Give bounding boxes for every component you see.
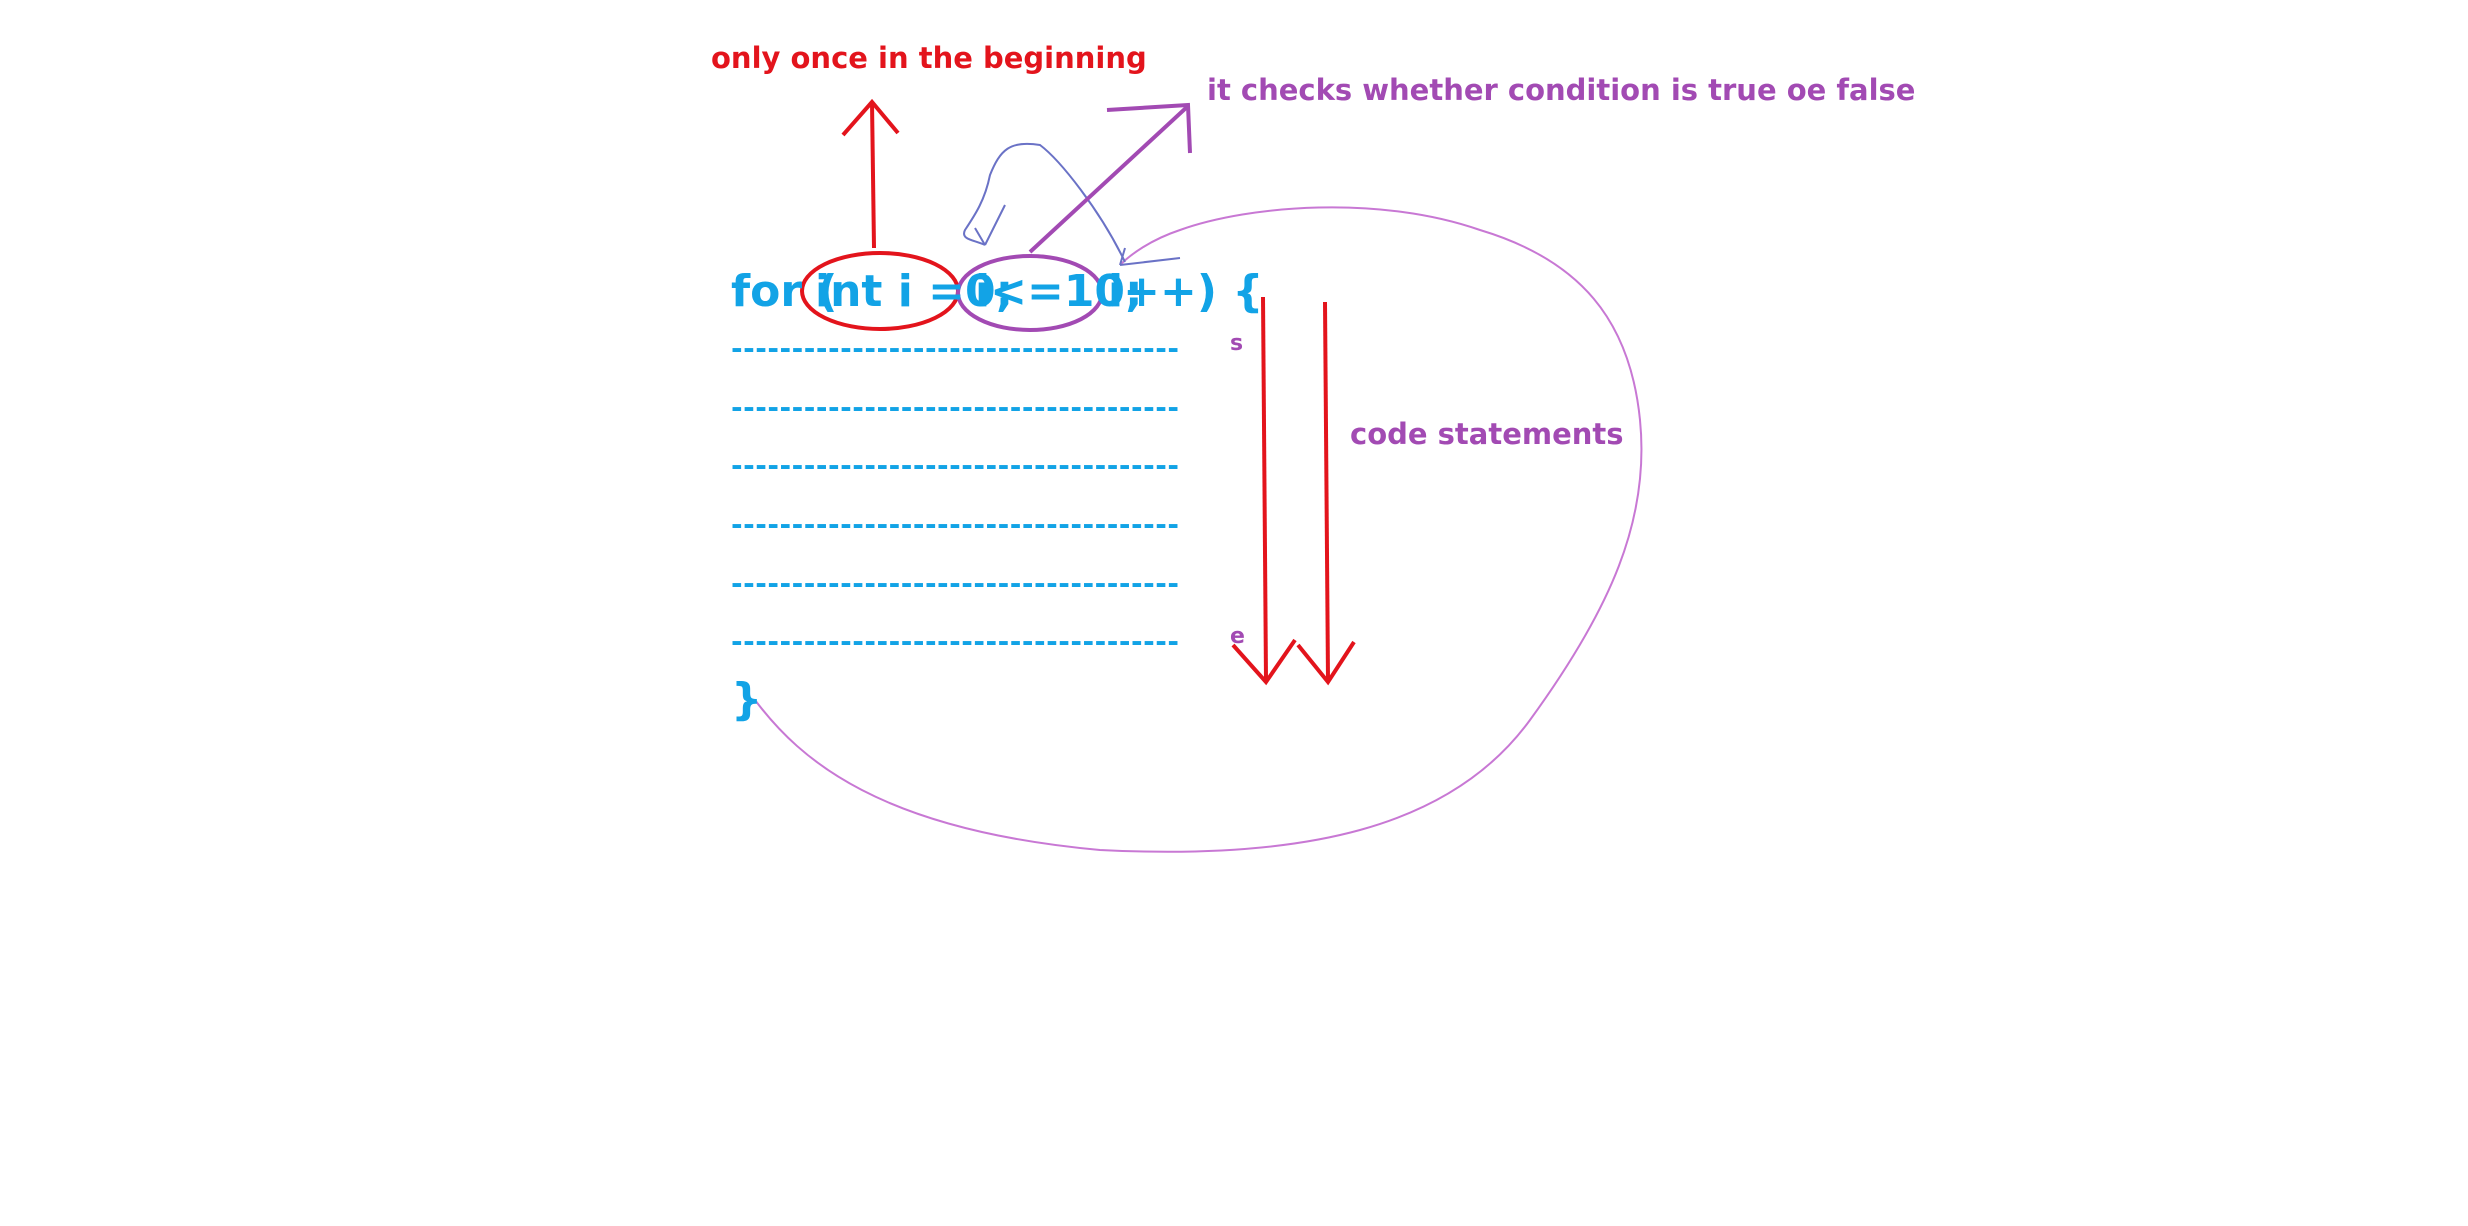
body-line: ------------------------------------- <box>731 567 1180 600</box>
condition-note: it checks whether condition is true oe f… <box>1207 73 1916 107</box>
body-arrow-left-shaft <box>1261 296 1268 681</box>
for-keyword: for ( <box>731 266 838 317</box>
condition-expression: i<=10; <box>975 266 1143 317</box>
update-to-condition-arrowhead <box>974 204 1006 246</box>
body-line: ------------------------------------- <box>731 332 1180 365</box>
init-arrow-shaft <box>870 101 876 249</box>
condition-highlight-ellipse <box>956 254 1104 332</box>
end-marker: e <box>1230 624 1245 649</box>
condition-arrow-head <box>1106 102 1192 154</box>
body-arrow-left-head <box>1231 638 1297 686</box>
body-arrow-right-shaft <box>1323 301 1330 681</box>
start-marker: s <box>1230 331 1244 356</box>
body-line: ------------------------------------- <box>731 449 1180 482</box>
body-line: ------------------------------------- <box>731 508 1180 541</box>
closing-brace: } <box>731 674 763 725</box>
body-line: ------------------------------------- <box>731 625 1180 658</box>
body-line: ------------------------------------- <box>731 391 1180 424</box>
body-arrow-right-head <box>1296 640 1356 686</box>
update-expression: i++) { <box>1108 266 1264 317</box>
init-expression: int i =0; <box>815 266 1014 317</box>
condition-arrow-shaft <box>1028 105 1189 254</box>
init-note: only once in the beginning <box>711 41 1147 75</box>
body-note: code statements <box>1350 417 1624 451</box>
loop-back-curve <box>754 206 1643 853</box>
update-to-condition-curve <box>963 142 1126 263</box>
init-arrow-head <box>841 98 900 137</box>
